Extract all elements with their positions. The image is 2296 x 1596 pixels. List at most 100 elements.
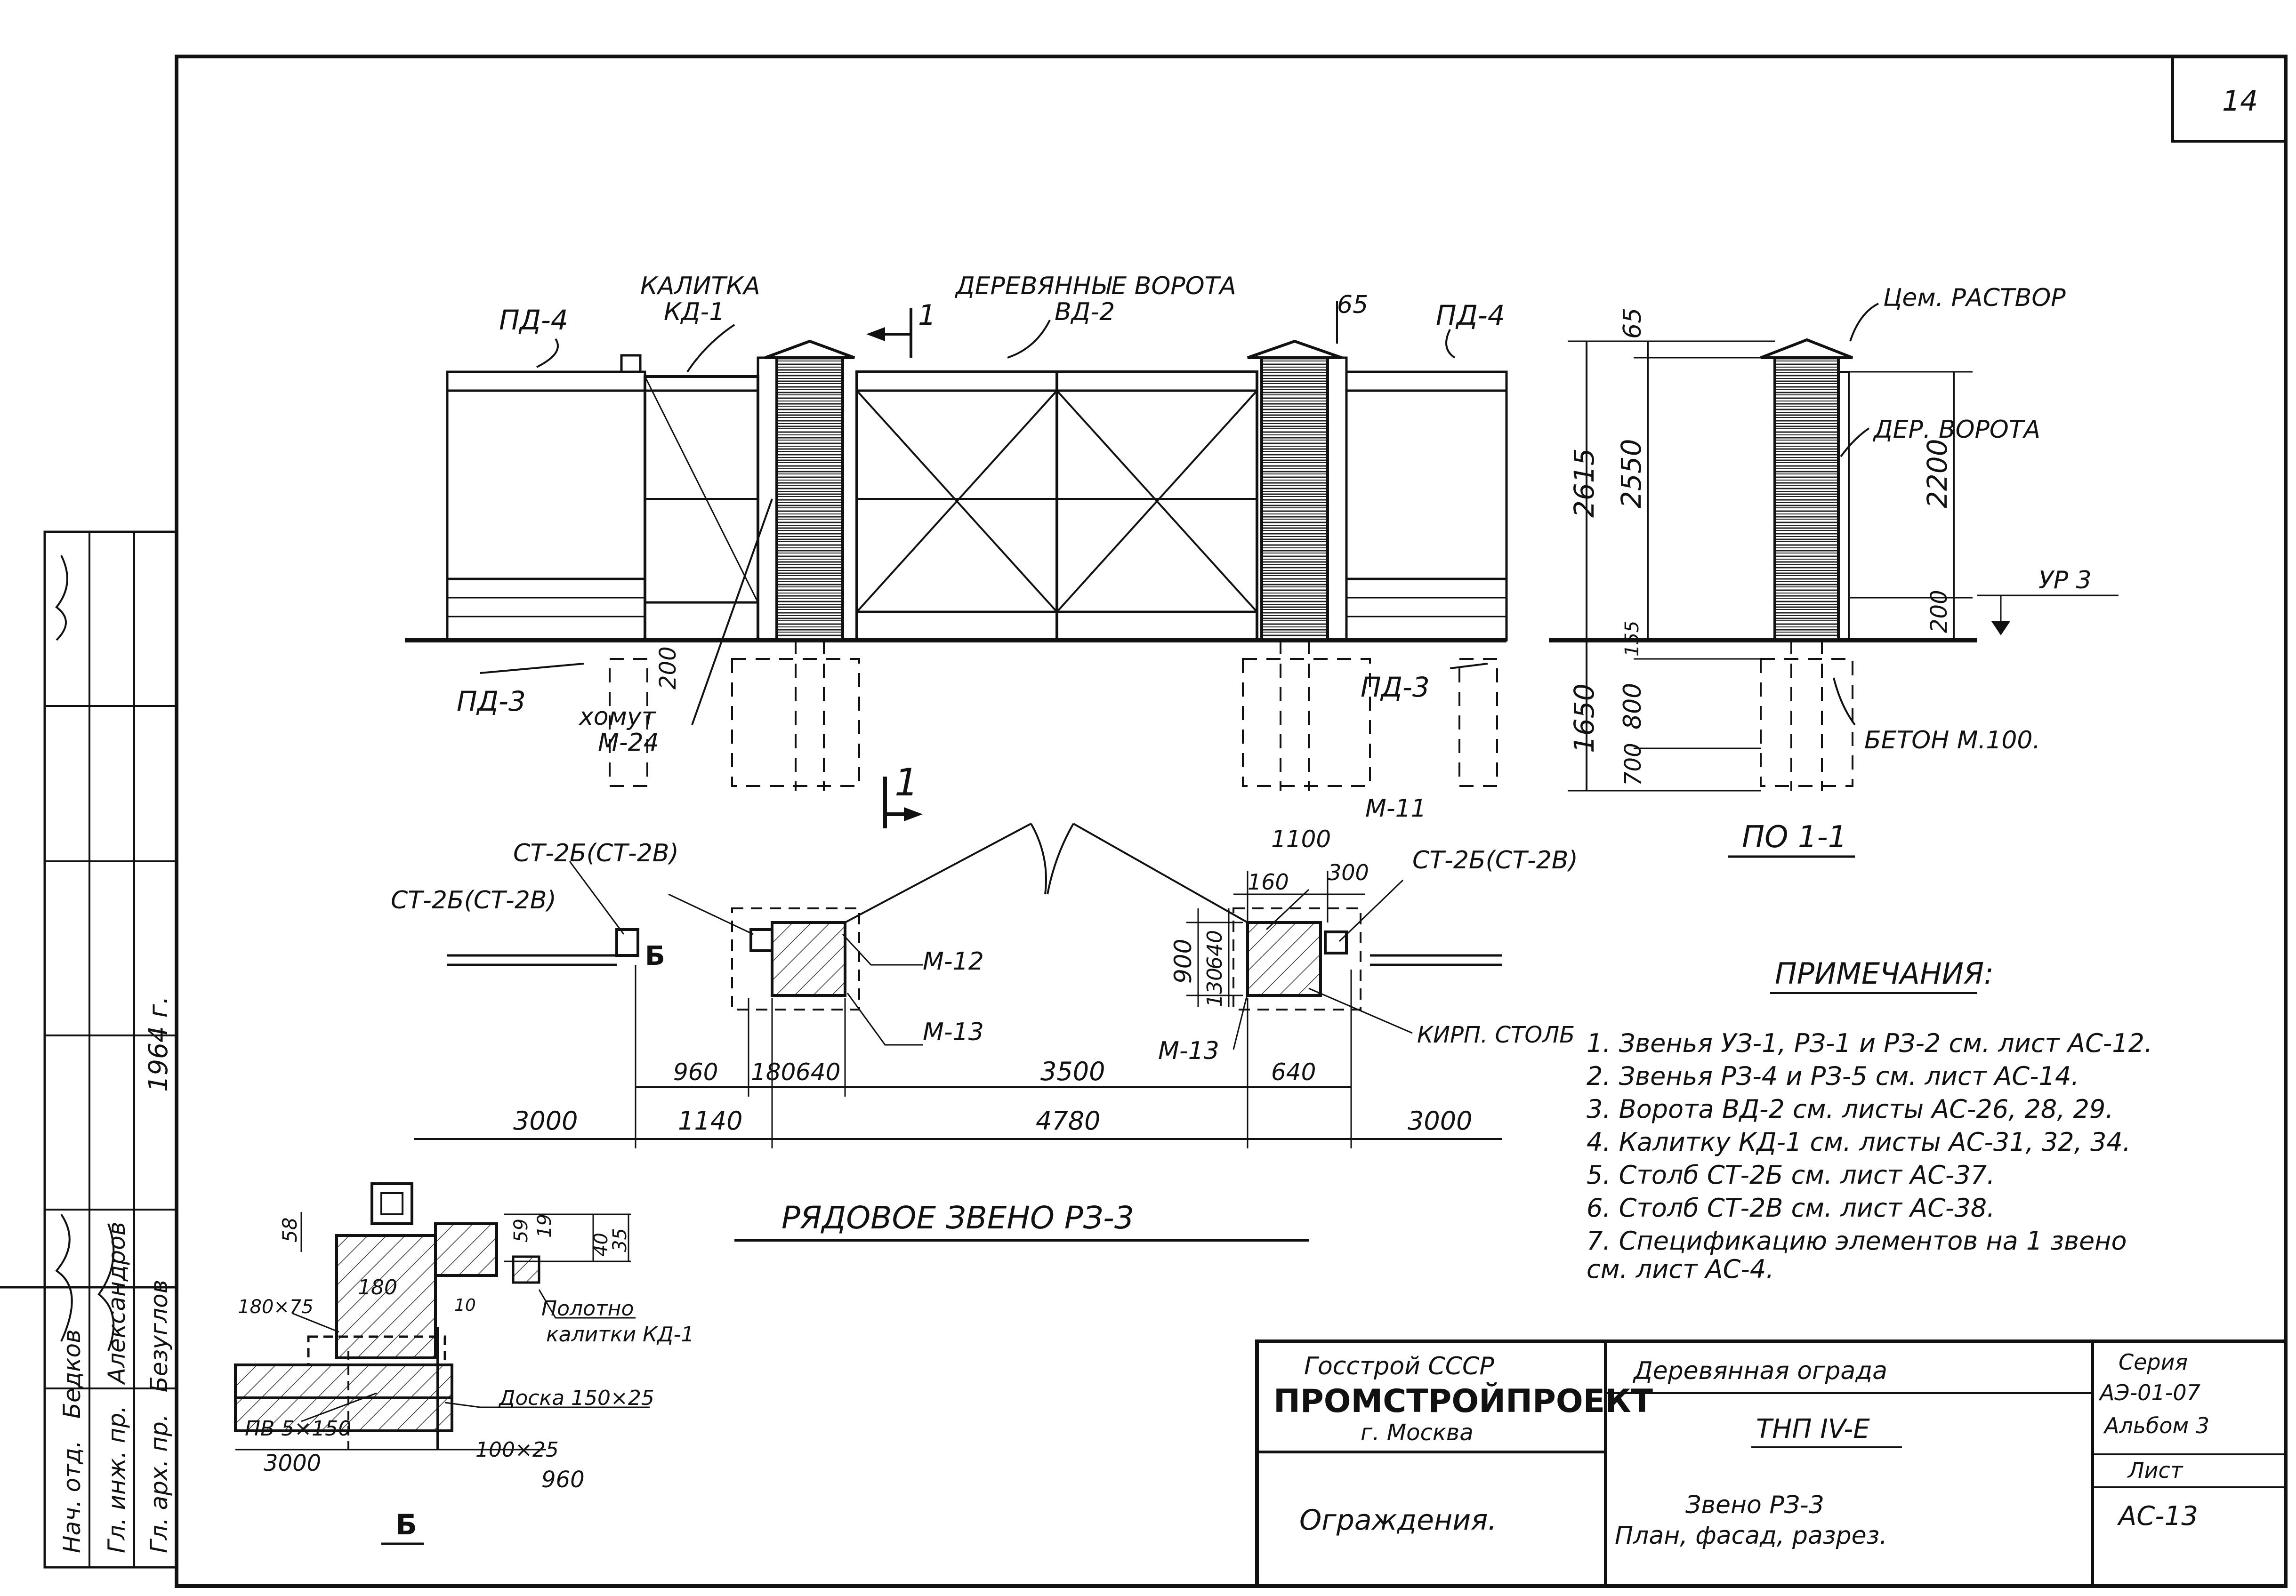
- dim-700: 700: [1620, 743, 1646, 786]
- detail-10: 10: [454, 1296, 476, 1315]
- plan-post-st-right: [1324, 930, 1348, 954]
- tb-album: Альбом 3: [2103, 1413, 2209, 1438]
- label-brick-post: КИРП. СТОЛБ: [1417, 1022, 1575, 1048]
- detail-180x75: 180×75: [238, 1296, 314, 1318]
- dim-300: 300: [1328, 860, 1369, 885]
- signature-mark-3: [55, 555, 68, 641]
- label-section-b: Б: [645, 941, 665, 971]
- tb-tnp: ТНП IV-E: [1756, 1414, 1870, 1444]
- plan-brick-post-left: [771, 921, 846, 997]
- dim-1100: 1100: [1271, 826, 1331, 853]
- label-pd3-right: ПД-3: [1361, 671, 1430, 703]
- dim-800: 800: [1619, 683, 1647, 730]
- dim-160: 160: [1248, 869, 1289, 895]
- detail-5x150: ПВ 5×150: [245, 1417, 351, 1441]
- stamp-row3: Гл. арх. пр. Безуглов: [145, 1280, 173, 1553]
- page-number: 14: [2222, 85, 2258, 118]
- dim-900: 900: [1169, 939, 1197, 984]
- label-gates: ДЕР. ВОРОТА: [1873, 416, 2040, 444]
- tb-section: Ограждения.: [1299, 1504, 1497, 1537]
- note-4: 4. Калитку КД-1 см. листы АС-31, 32, 34.: [1587, 1127, 2131, 1157]
- tb-sheet-no: АС-13: [2117, 1501, 2198, 1532]
- detail-40: 40: [590, 1233, 612, 1257]
- dim-640-right: 640: [1271, 1059, 1316, 1086]
- detail-35: 35: [609, 1228, 631, 1252]
- post-cap-left: [764, 339, 855, 359]
- tb-org2: ПРОМСТРОЙПРОЕКТ: [1273, 1382, 1653, 1420]
- title-block: Госстрой СССР ПРОМСТРОЙПРОЕКТ г. Москва …: [1255, 1339, 2288, 1588]
- note-2: 2. Звенья РЗ-4 и РЗ-5 см. лист АС-14.: [1587, 1061, 2079, 1091]
- notes: ПРИМЕЧАНИЯ: 1. Звенья УЗ-1, РЗ-1 и РЗ-2 …: [1587, 956, 2152, 1284]
- label-wicket-l1: КАЛИТКА: [640, 272, 760, 300]
- label-clamp-l1: хомут: [578, 703, 657, 731]
- label-cement: Цем. РАСТВОР: [1883, 284, 2066, 312]
- dim-130: 130: [1203, 968, 1227, 1007]
- tb-series: АЭ-01-07: [2098, 1380, 2200, 1405]
- wicket-kd1: [644, 375, 759, 642]
- label-m12: М-12: [923, 947, 984, 976]
- side-stamp: Нач. отд. Бедков Гл. инж. пр. Александро…: [43, 530, 178, 1569]
- notes-title: ПРИМЕЧАНИЯ:: [1775, 956, 1994, 991]
- note-3: 3. Ворота ВД-2 см. листы АС-26, 28, 29.: [1587, 1094, 2113, 1124]
- label-level: УР 3: [2038, 566, 2092, 594]
- panel-pd4-left: [446, 370, 646, 642]
- dim-1140: 1140: [678, 1106, 742, 1136]
- label-pd4-right: ПД-4: [1436, 299, 1505, 331]
- signature-mark-2: [97, 1223, 115, 1351]
- dim-2550: 2550: [1615, 439, 1647, 508]
- label-st-right: СТ-2Б(СТ-2В): [1412, 846, 1578, 874]
- dim-155: 155: [1621, 621, 1643, 657]
- label-pd3-left: ПД-3: [457, 685, 526, 717]
- label-wood-gates-l1: ДЕРЕВЯННЫЕ ВОРОТА: [955, 272, 1236, 300]
- signature-mark: [55, 1213, 73, 1342]
- detail-canvas-l2: калитки КД-1: [546, 1323, 694, 1347]
- detail-960: 960: [541, 1467, 585, 1493]
- dim-3000-right: 3000: [1408, 1106, 1472, 1136]
- label-m13-right: М-13: [1158, 1037, 1219, 1065]
- plan-post-st-left: [615, 928, 639, 957]
- label-st-left: СТ-2Б(СТ-2В): [391, 886, 556, 914]
- section-1-1: 2615 2550 65 2200 200 155 800 1650 700 Ц…: [1549, 284, 2119, 858]
- section-post: [1773, 356, 1840, 642]
- brick-post-left: [775, 356, 844, 642]
- tb-project: Деревянная ограда: [1633, 1357, 1887, 1385]
- detail-180: 180: [358, 1275, 397, 1299]
- detail-3000: 3000: [264, 1450, 321, 1476]
- dim-640-left: 640: [796, 1059, 840, 1086]
- label-pd4-left: ПД-4: [499, 304, 568, 336]
- note-6: 6. Столб СТ-2В см. лист АС-38.: [1587, 1193, 1995, 1223]
- note-1: 1. Звенья УЗ-1, РЗ-1 и РЗ-2 см. лист АС-…: [1587, 1028, 2152, 1058]
- detail-b: Полотно калитки КД-1 Доска 150×25 180×75…: [234, 1182, 694, 1545]
- tb-series-label: Серия: [2119, 1349, 2188, 1375]
- stamp-year: 1964 г.: [143, 996, 173, 1092]
- label-dim200: 200: [655, 646, 681, 690]
- dim-4780: 4780: [1036, 1106, 1100, 1136]
- label-dim65: 65: [1337, 291, 1368, 319]
- note-7-cont: см. лист АС-4.: [1587, 1254, 1774, 1284]
- detail-marker: Б: [395, 1508, 417, 1541]
- post-cap-right: [1247, 339, 1342, 359]
- label-m11: М-11: [1365, 794, 1426, 823]
- label-m13-left: М-13: [923, 1018, 984, 1046]
- label-clamp-l2: М-24: [598, 729, 659, 757]
- tb-org1: Госстрой СССР: [1304, 1352, 1494, 1380]
- detail-58: 58: [278, 1218, 301, 1243]
- plan-view: СТ-2Б(СТ-2В) СТ-2Б(СТ-2В) СТ-2Б(СТ-2В) Б…: [391, 794, 1578, 1242]
- brick-post-right: [1260, 356, 1329, 642]
- fence-elevation: 1 1 ПД-4 КАЛИТКА КД-1 ДЕРЕВЯННЫЕ ВОРОТА …: [405, 272, 1508, 828]
- detail-100x25: 100×25: [475, 1438, 559, 1462]
- stamp-row2: Гл. инж. пр. Александров: [103, 1222, 130, 1553]
- detail-canvas-l1: Полотно: [541, 1297, 634, 1321]
- dim-3500: 3500: [1040, 1057, 1105, 1086]
- plan-brick-post-right: [1246, 921, 1322, 997]
- tb-sheet-label: Лист: [2127, 1458, 2183, 1483]
- label-concrete: БЕТОН М.100.: [1864, 726, 2040, 754]
- dim-180: 180: [751, 1059, 796, 1086]
- section-marker-bottom: 1: [894, 761, 918, 804]
- plan-title: РЯДОВОЕ ЗВЕНО РЗ-3: [781, 1200, 1134, 1236]
- dim-200: 200: [1926, 590, 1952, 633]
- dim-2615: 2615: [1568, 448, 1600, 518]
- section-title: ПО 1-1: [1742, 820, 1847, 855]
- dim-65: 65: [1619, 308, 1647, 339]
